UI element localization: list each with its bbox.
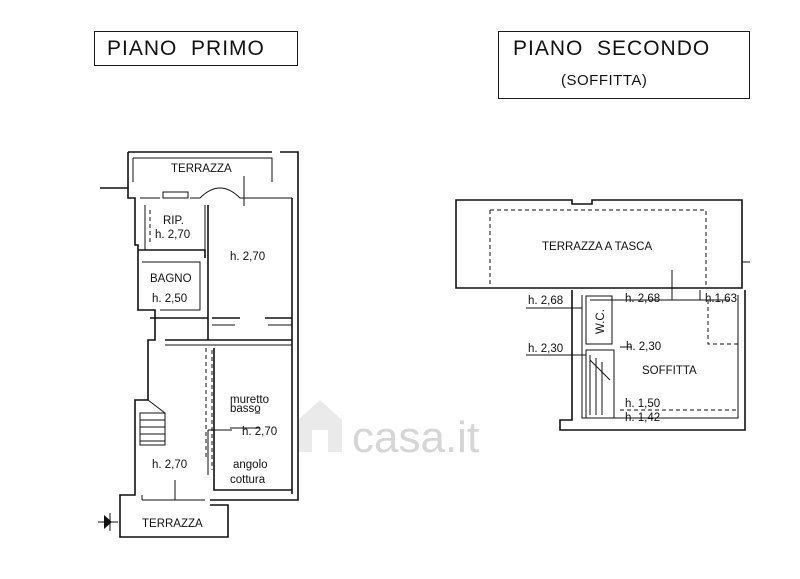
floor-1-title-box: PIANO PRIMO (94, 31, 298, 66)
floor-2-plan (455, 199, 750, 431)
floor-2-wc: W.C. (595, 309, 607, 334)
floor-1-muretto: muretto (230, 394, 269, 406)
floor-2-height-230-left: h. 2,30 (528, 343, 563, 355)
floor-1-bagno: BAGNO (150, 273, 192, 285)
floor-2-height-268-mid: h. 2,68 (625, 293, 660, 305)
watermark-text: casa.it (352, 413, 479, 462)
floor-2-height-142: h. 1,42 (625, 412, 660, 424)
floor-1-corridor-height: h. 2,70 (152, 459, 187, 471)
floor-2-soffitta: SOFFITTA (642, 365, 697, 377)
floor-1-plan (98, 151, 299, 538)
floor-2-height-230-mid: h. 2,30 (626, 341, 661, 353)
floor-1-room-height: h. 2,70 (230, 251, 265, 263)
floor-2-terrazza-tasca: TERRAZZA A TASCA (542, 241, 652, 253)
floor-1-terrazza-bottom: TERRAZZA (142, 518, 203, 530)
floor-2-title-box: PIANO SECONDO (SOFFITTA) (498, 31, 750, 99)
floor-2-height-268-left: h. 2,68 (528, 295, 563, 307)
floor-1-basso: basso (230, 403, 261, 415)
floor-1-cottura: cottura (230, 474, 266, 486)
floor-1-terrazza-top: TERRAZZA (171, 163, 232, 175)
floor-2-height-150: h. 1,50 (625, 398, 660, 410)
floor-1-rip: RIP. (163, 215, 184, 227)
floor-1-angolo: angolo (233, 459, 268, 471)
floor-1-kitchen-height: h. 2,70 (242, 426, 277, 438)
floor-2-title: PIANO SECONDO (513, 37, 711, 60)
floor-2-height-163: h.1,63 (705, 293, 737, 305)
floor-2-subtitle: (SOFFITTA) (561, 72, 648, 89)
watermark-logo (298, 400, 342, 452)
floor-1-bagno-height: h. 2,50 (152, 293, 187, 305)
floor-1-title: PIANO PRIMO (107, 37, 265, 60)
floor-1-rip-height: h. 2,70 (155, 229, 190, 241)
